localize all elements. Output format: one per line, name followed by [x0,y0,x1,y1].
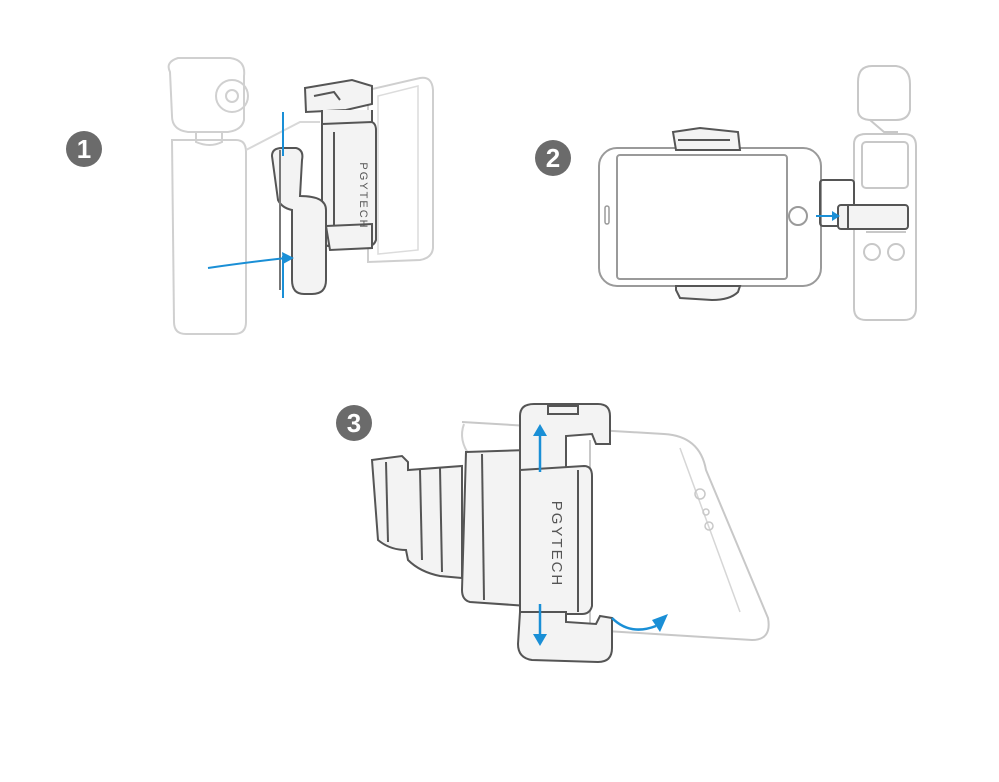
phone-clip-step-1 [270,78,377,295]
blue-guide-step-3 [538,432,657,638]
clip-front-plate-step-3 [519,464,593,615]
step-2-badge: 2 [535,140,571,176]
clip-bottom-jaw-step-3 [516,611,613,664]
clip-middle-frame [460,448,529,608]
gimbal-head [167,57,246,133]
phone-outline-step-3 [461,421,770,642]
phone-screen [616,154,788,280]
clip-top-jaw-step-3 [519,403,611,471]
arrow-head-step-1 [282,252,294,264]
phone-home-button [788,206,808,226]
phone-outline [367,76,434,264]
gimbal-bracket [270,147,327,295]
gimbal-body [170,139,247,335]
step-1-number: 1 [76,134,92,164]
clip-back-bracket [370,454,463,580]
gimbal-step-2 [853,65,917,321]
step-2-number: 2 [545,143,561,173]
step-3-number: 3 [346,408,362,438]
brand-text-step-3: PGYTECH [548,501,565,588]
brand-text-step-1: PGYTECH [357,162,369,229]
arrow-up-head [533,424,547,436]
gimbal-mount-bar [819,179,909,230]
arrow-curve-head [652,614,668,632]
clip-bottom-jaw [675,285,742,302]
step-3-badge: 3 [336,405,372,441]
clip-top-jaw [671,126,742,151]
arrow-down-head [533,634,547,646]
step-1-badge: 1 [66,131,102,167]
arrow-head-step-2 [832,211,840,221]
